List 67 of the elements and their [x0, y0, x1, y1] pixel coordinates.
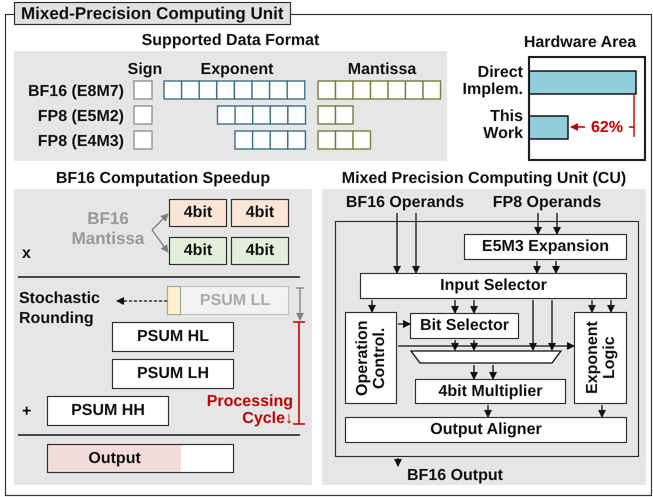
- output-box: Output: [47, 444, 234, 473]
- column-heading: Exponent: [200, 60, 274, 78]
- partial-sum-box: PSUM HH: [47, 396, 169, 426]
- column-heading: Mantissa: [346, 60, 418, 78]
- partial-sum-box: PSUM LH: [112, 359, 234, 389]
- arrow: [152, 213, 169, 230]
- module-box: E5M3 Expansion: [464, 234, 627, 260]
- module-box: Input Selector: [360, 273, 627, 299]
- unit-box: [335, 221, 639, 457]
- panel-heading: Mixed Precision Computing Unit (CU): [340, 169, 628, 188]
- arrow: [151, 230, 169, 253]
- row-label: FP8 (E5M2): [36, 107, 124, 126]
- rounding-label: Stochastic Rounding: [19, 289, 115, 329]
- panel-heading: BF16 Computation Speedup: [54, 169, 272, 188]
- operand-box: 4bit: [169, 237, 227, 265]
- arrow: [484, 405, 492, 418]
- column-heading: Sign: [126, 60, 164, 78]
- arrow: [470, 300, 478, 314]
- arrow: [116, 297, 167, 305]
- operand-box: 4bit: [231, 237, 289, 265]
- module-box: Operation Control.: [345, 312, 397, 404]
- arrow: [398, 320, 411, 328]
- operand-box: 4bit: [231, 199, 289, 227]
- operand-label: FP8 Operands: [485, 193, 609, 212]
- bar-label: Direct Implem.: [462, 64, 523, 98]
- box-text: PSUM LL: [200, 292, 270, 310]
- arrow: [552, 261, 560, 274]
- arrow: [368, 300, 376, 313]
- operator-label: x: [22, 244, 32, 263]
- arrow: [489, 365, 497, 380]
- output-label: BF16 Output: [391, 466, 541, 486]
- arrow: [588, 300, 596, 313]
- arrow: [412, 213, 420, 274]
- arrow: [398, 342, 575, 350]
- arrow: [529, 300, 537, 351]
- bar-label: This Work: [482, 108, 523, 142]
- arrow: [533, 261, 541, 274]
- arrow: [598, 405, 606, 418]
- arrow: [548, 300, 556, 351]
- arrow: [607, 300, 615, 313]
- arrow: [553, 213, 561, 235]
- panel-heading: Hardware Area: [522, 33, 638, 52]
- operator-label: +: [22, 402, 32, 421]
- arrow: [470, 365, 478, 380]
- partial-sum-box: PSUM HL: [112, 322, 234, 352]
- frame-title: Mixed-Precision Computing Unit: [14, 2, 291, 25]
- row-label: BF16 (E8M7): [26, 82, 124, 101]
- multiplexer-shape: [410, 350, 562, 364]
- operand-box: 4bit: [169, 199, 227, 227]
- module-box: Exponent Logic: [574, 312, 627, 404]
- arrow: [394, 458, 402, 467]
- operand-label: BF16 Operands: [339, 193, 471, 212]
- arrow: [451, 300, 459, 314]
- arrow: [470, 340, 478, 351]
- partial-sum-box: [167, 286, 289, 315]
- percentage-label: 62%: [590, 118, 624, 137]
- operand-label: BF16 Mantissa: [65, 205, 151, 253]
- module-box: Output Aligner: [345, 417, 627, 443]
- arrow: [393, 213, 401, 274]
- row-label: FP8 (E4M3): [36, 132, 124, 151]
- panel-heading: Supported Data Format: [140, 31, 320, 50]
- module-box: Bit Selector: [410, 313, 519, 339]
- processing-cycle-label: Processing Cycle↓: [206, 393, 293, 429]
- arrow: [451, 340, 459, 351]
- rounding-bit-box: [167, 286, 181, 315]
- arrow: [534, 213, 542, 235]
- module-box: 4bit Multiplier: [415, 379, 566, 404]
